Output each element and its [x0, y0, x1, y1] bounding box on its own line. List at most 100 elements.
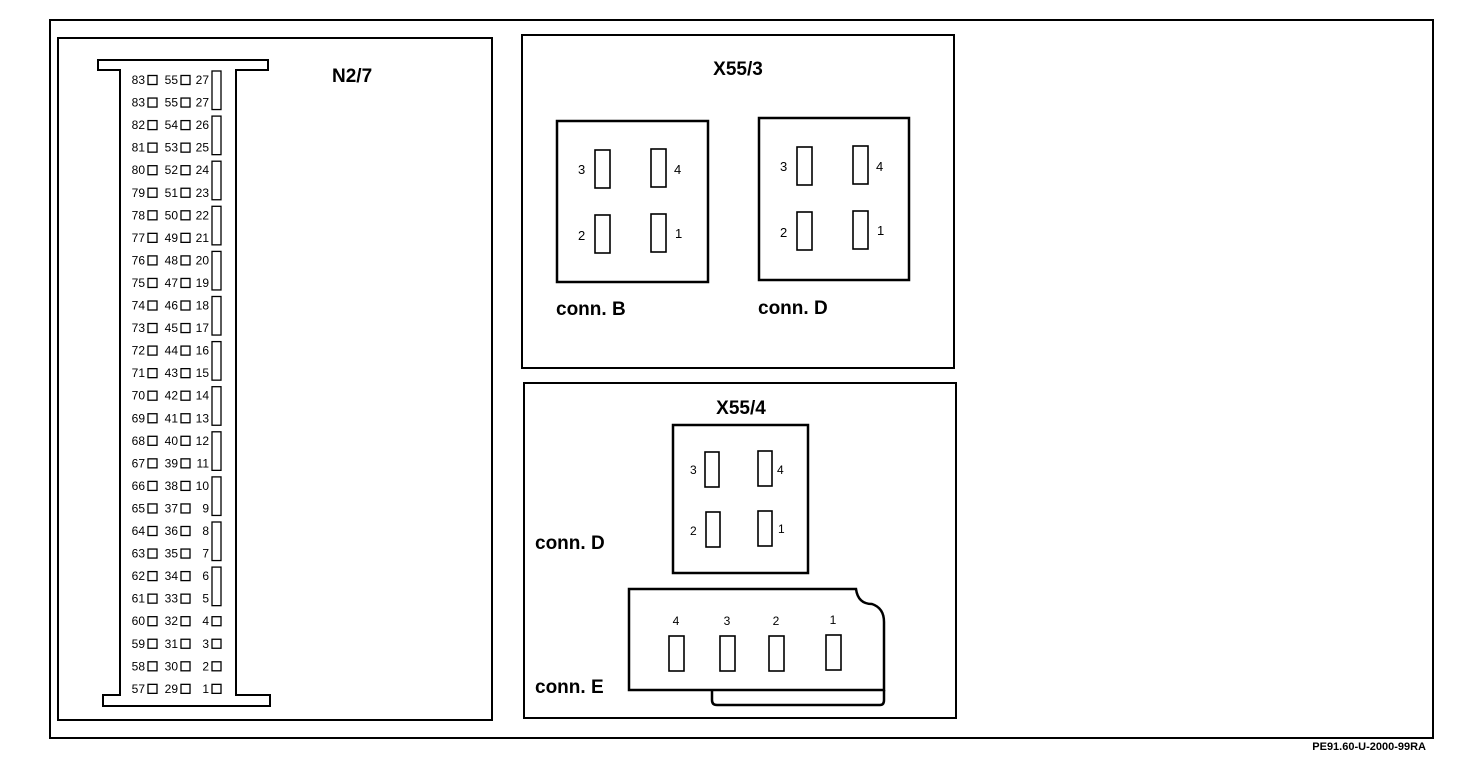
n27-pin-number: 32 — [165, 614, 179, 628]
x553-conn-b-pin-label-1: 1 — [675, 226, 682, 241]
n27-pin-number: 3 — [202, 637, 209, 651]
n27-pin-number: 54 — [165, 118, 179, 132]
x554-conn-d-pin-3 — [704, 451, 720, 488]
n27-pin-square — [180, 413, 191, 424]
n27-pin-square — [147, 367, 158, 379]
x553-conn-d-pin-3 — [796, 146, 813, 186]
n27-connector-body — [97, 59, 271, 707]
n27-pin-row: 64 36 8 — [132, 524, 210, 538]
x554-conn-e-pin-1 — [825, 634, 842, 671]
n27-pin-number: 17 — [196, 321, 210, 335]
x554-title: X55/4 — [716, 398, 766, 419]
n27-pin-number: 34 — [165, 569, 179, 583]
n27-pin-number: 77 — [132, 231, 146, 245]
x553-conn-b-label: conn. B — [556, 299, 626, 320]
n27-terminal-bar — [211, 295, 222, 336]
n27-pin-number: 37 — [165, 501, 179, 515]
x554-panel-border — [523, 382, 957, 719]
n27-pin-number: 4 — [202, 614, 209, 628]
n27-pin-square — [147, 548, 158, 559]
n27-pin-number: 53 — [165, 141, 179, 155]
n27-pin-square — [147, 74, 158, 86]
n27-pin-square — [180, 638, 191, 649]
x554-conn-d-pin-1 — [757, 510, 773, 547]
x554-conn-e-housing — [627, 587, 886, 692]
n27-pin-number: 36 — [165, 524, 179, 538]
n27-pin-square — [180, 525, 191, 537]
n27-pin-number: 45 — [165, 321, 179, 335]
n27-pin-number: 81 — [132, 141, 146, 155]
n27-pin-number: 7 — [202, 547, 209, 561]
n27-pin-number: 83 — [132, 73, 146, 87]
n27-pin-square — [180, 503, 191, 514]
n27-pin-number: 15 — [196, 366, 210, 380]
x553-conn-b: 3 4 2 1 conn. B — [555, 119, 710, 320]
n27-terminal-bar — [211, 250, 222, 291]
x553-conn-b-pin-label-3: 3 — [578, 162, 585, 177]
n27-pin-square — [180, 165, 191, 176]
n27-pin-square — [211, 616, 222, 627]
n27-pin-number: 75 — [132, 276, 146, 290]
x554-conn-d-pin-label-2: 2 — [690, 524, 697, 538]
x553-conn-d-pin-label-4: 4 — [876, 159, 883, 174]
n27-pin-number: 82 — [132, 118, 146, 132]
n27-pin-number: 14 — [196, 389, 210, 403]
n27-pin-number: 2 — [202, 659, 209, 673]
n27-pin-square — [180, 593, 191, 604]
n27-pin-number: 57 — [132, 682, 146, 696]
n27-pin-square — [147, 322, 158, 334]
x554-panel: X55/4 3 4 2 1 conn. D 4 3 2 1 conn. — [523, 382, 957, 719]
n27-pin-number: 76 — [132, 253, 146, 267]
n27-pin-square — [147, 390, 158, 401]
n27-pin-square — [211, 661, 222, 672]
x554-conn-e: 4 3 2 1 conn. E — [535, 587, 886, 707]
n27-pin-square — [147, 119, 158, 131]
x554-conn-d-pin-label-1: 1 — [778, 522, 785, 536]
x553-conn-b-pin-label-4: 4 — [674, 162, 681, 177]
n27-pin-number: 55 — [165, 73, 179, 87]
n27-pin-number: 19 — [196, 276, 210, 290]
n27-pin-number: 83 — [132, 96, 146, 110]
n27-pin-number: 27 — [196, 73, 210, 87]
x554-conn-e-pin-label-3: 3 — [724, 614, 731, 628]
x554-conn-e-latch — [710, 690, 886, 707]
n27-pin-square — [147, 661, 158, 672]
n27-pin-number: 29 — [165, 682, 179, 696]
n27-pin-number: 26 — [196, 118, 210, 132]
n27-pin-number: 39 — [165, 456, 179, 470]
n27-pin-square — [147, 300, 158, 311]
x553-conn-b-pin-2 — [594, 214, 611, 254]
n27-pin-square — [180, 74, 191, 86]
n27-pin-number: 35 — [165, 547, 179, 561]
n27-pin-number: 23 — [196, 186, 210, 200]
n27-pin-square — [147, 187, 158, 198]
n27-pin-square — [180, 187, 191, 198]
n27-terminal-bar — [211, 386, 222, 426]
x553-conn-b-pin-1 — [650, 213, 667, 253]
n27-pin-number: 68 — [132, 434, 146, 448]
x554-conn-e-label: conn. E — [535, 677, 604, 698]
n27-pin-square — [180, 232, 191, 244]
n27-pin-number: 25 — [196, 141, 210, 155]
x554-conn-d: 3 4 2 1 conn. D — [535, 423, 810, 575]
n27-pin-number: 21 — [196, 231, 210, 245]
x554-conn-d-pin-label-4: 4 — [777, 463, 784, 477]
x553-conn-d-housing — [757, 116, 911, 282]
n27-pin-square — [180, 435, 191, 446]
n27-pin-number: 8 — [202, 524, 209, 538]
n27-pin-number: 64 — [132, 524, 146, 538]
n27-pin-number: 11 — [197, 456, 210, 470]
n27-pin-square — [180, 345, 191, 356]
n27-pin-number: 40 — [165, 434, 179, 448]
